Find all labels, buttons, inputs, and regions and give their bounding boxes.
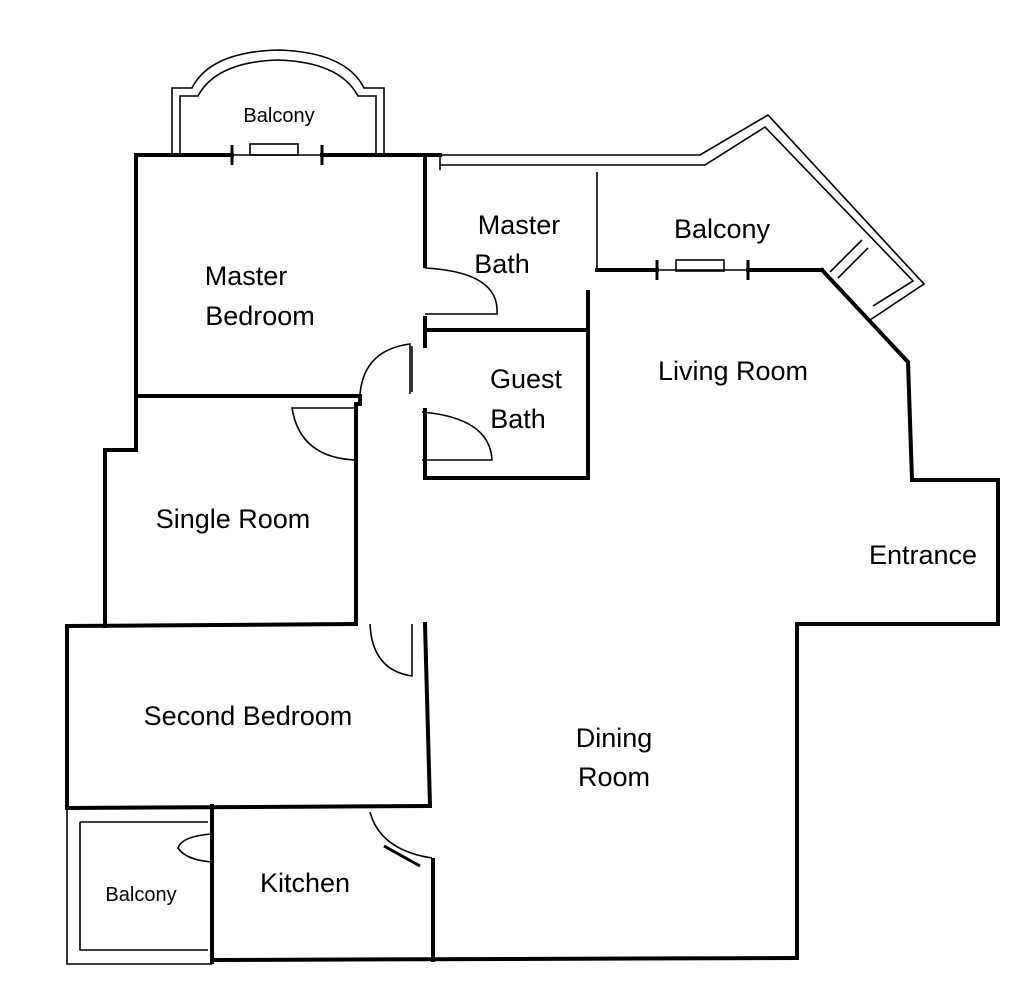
label-kitchen: Kitchen — [260, 868, 350, 898]
label-balcony-top: Balcony — [243, 105, 314, 127]
balcony-top-railing — [171, 49, 385, 155]
label-second-bedroom: Second Bedroom — [144, 701, 353, 731]
label-master-bath-1: Master — [478, 210, 561, 240]
label-guest-bath-2: Bath — [490, 404, 546, 434]
balcony-bottom-railing — [66, 808, 212, 965]
walls — [64, 113, 1000, 964]
label-living-room: Living Room — [658, 356, 808, 386]
window-right — [655, 259, 750, 280]
label-master-bedroom-2: Bedroom — [205, 301, 315, 331]
label-balcony-bottom: Balcony — [105, 884, 176, 906]
label-master-bath-2: Bath — [474, 249, 530, 279]
doors — [177, 267, 498, 868]
label-master-bedroom-1: Master — [205, 261, 288, 291]
room-labels: Balcony Master Bedroom Master Bath Balco… — [105, 105, 977, 906]
label-dining-room-1: Dining — [576, 723, 653, 753]
window-top — [230, 143, 324, 165]
label-dining-room-2: Room — [578, 762, 650, 792]
label-balcony-right: Balcony — [674, 214, 771, 244]
label-single-room: Single Room — [156, 504, 311, 534]
label-entrance: Entrance — [869, 540, 977, 570]
label-guest-bath-1: Guest — [490, 364, 563, 394]
